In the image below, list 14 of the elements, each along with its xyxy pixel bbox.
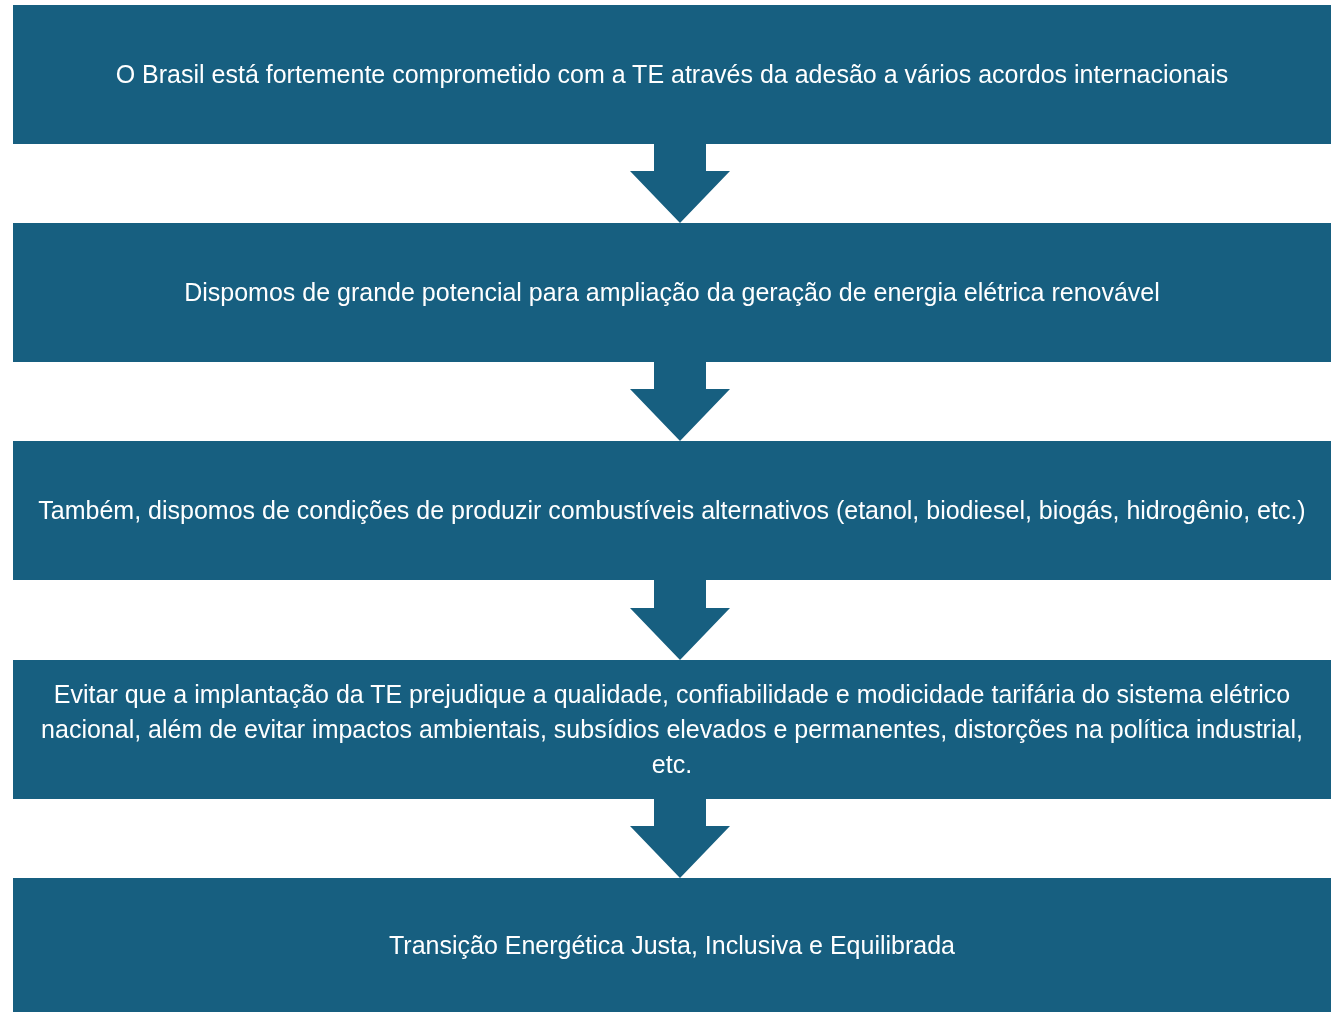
box-text: Transição Energética Justa, Inclusiva e Equilibrada	[388, 929, 955, 961]
process-box	[13, 223, 1331, 362]
block-arrow	[630, 580, 730, 660]
block-arrow	[630, 144, 730, 223]
box-text: Também, dispomos de condições de produzir combustíveis alternativos (etanol, biodiesel, biogás, hidrogênio, etc.)	[38, 495, 1306, 526]
box-text: O Brasil está fortemente comprometido com a TE através da adesão a vários acordos internacionais	[115, 59, 1229, 90]
process-box	[13, 660, 1331, 799]
block-arrow	[630, 799, 730, 878]
block-arrow	[630, 362, 730, 441]
process-box	[13, 441, 1331, 580]
process-box	[13, 878, 1331, 1012]
process-box	[13, 5, 1331, 144]
box-text: Evitar que a implantação da TE prejudique a qualidade, confiabilidade e modicidade tarifária do sistema elétrico nacional, além de evitar impactos ambientais, subsídios elevados e permanentes, distorções na política industrial, etc.	[40, 679, 1304, 780]
box-text: Dispomos de grande potencial para ampliação da geração de energia elétrica renovável	[184, 277, 1160, 308]
